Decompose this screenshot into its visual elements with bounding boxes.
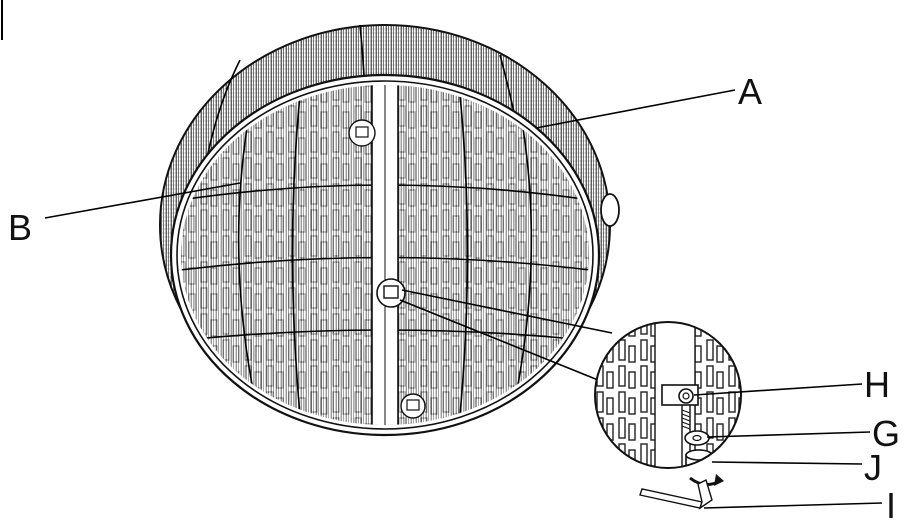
bar-bolts <box>348 119 426 419</box>
leader-j <box>711 461 863 465</box>
leader-b <box>44 182 241 219</box>
zoom-cone <box>399 289 613 381</box>
leader-i <box>703 502 883 509</box>
label-b: B <box>8 207 32 248</box>
label-h: H <box>864 364 890 405</box>
callout-labels: A B H G J I <box>8 71 900 525</box>
inner-weave <box>181 85 589 425</box>
zoom-detail <box>594 321 742 469</box>
allen-key <box>639 474 724 510</box>
label-g: G <box>872 413 900 454</box>
leader-h <box>693 383 863 396</box>
leader-a <box>535 89 736 129</box>
label-a: A <box>738 71 762 112</box>
label-j: J <box>864 447 882 488</box>
label-i: I <box>886 485 896 525</box>
leader-lines <box>44 89 883 509</box>
leader-g <box>706 431 871 438</box>
